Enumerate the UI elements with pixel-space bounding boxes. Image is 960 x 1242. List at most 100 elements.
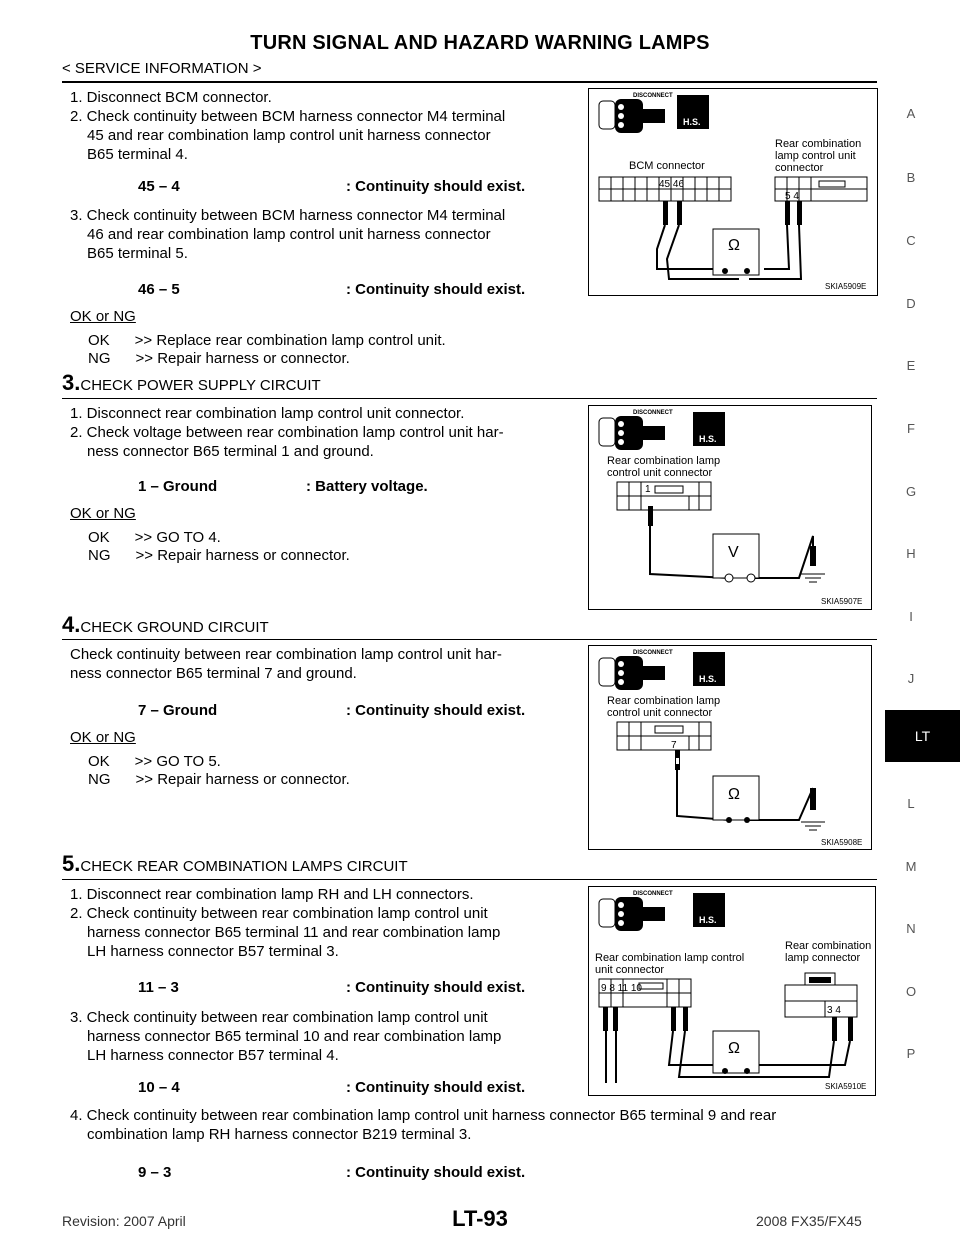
step-heading: 5.CHECK REAR COMBINATION LAMPS CIRCUIT <box>62 851 408 876</box>
ng-result: NG >> Repair harness or connector. <box>88 771 350 788</box>
instruction-line: 1. Disconnect rear combination lamp cont… <box>70 405 465 422</box>
voltmeter-symbol: V <box>728 544 739 561</box>
disconnect-icon: DISCONNECT <box>598 891 673 931</box>
svg-text:control unit connector: control unit connector <box>607 707 713 719</box>
index-tab-d[interactable]: D <box>906 296 916 311</box>
section-label: < SERVICE INFORMATION > <box>62 60 262 77</box>
disconnect-icon: DISCONNECT <box>598 410 673 450</box>
instruction-line: harness connector B65 terminal 11 and re… <box>87 924 501 941</box>
ohmmeter-symbol: Ω <box>728 1040 740 1057</box>
instruction-line: ness connector B65 terminal 1 and ground… <box>87 443 374 460</box>
figure-code: SKIA5909E <box>825 282 866 291</box>
ok-or-ng-label: OK or NG <box>70 505 136 522</box>
svg-text:DISCONNECT: DISCONNECT <box>633 410 673 416</box>
instruction-line: ness connector B65 terminal 7 and ground… <box>70 665 357 682</box>
index-tab-h[interactable]: H <box>906 546 916 561</box>
instruction-line: LH harness connector B57 terminal 3. <box>87 943 339 960</box>
ng-result: NG >> Repair harness or connector. <box>88 350 350 367</box>
model-label: 2008 FX35/FX45 <box>756 1213 862 1229</box>
spec-label: 10 – 4 <box>138 1079 180 1096</box>
instruction-line: 46 and rear combination lamp control uni… <box>87 226 491 243</box>
step-heading: 4.CHECK GROUND CIRCUIT <box>62 612 269 637</box>
ng-result: NG >> Repair harness or connector. <box>88 547 350 564</box>
instruction-line: 45 and rear combination lamp control uni… <box>87 127 491 144</box>
svg-text:45 46: 45 46 <box>659 179 684 190</box>
bcm-continuity-figure: DISCONNECT H.S. BCM connector Rear combi… <box>588 88 878 296</box>
spec-value: : Continuity should exist. <box>346 178 526 195</box>
ok-result: OK >> GO TO 4. <box>88 529 221 546</box>
connector-label: Rear combination lamp <box>607 455 720 467</box>
instruction-line: combination lamp RH harness connector B2… <box>87 1126 472 1143</box>
index-tab-g[interactable]: G <box>905 484 917 499</box>
spec-label: 7 – Ground <box>138 702 218 719</box>
index-tab-l[interactable]: L <box>907 796 915 811</box>
disconnect-icon: DISCONNECT <box>598 93 673 133</box>
page-number: LT-93 <box>452 1206 508 1231</box>
index-tab-m[interactable]: M <box>905 859 917 874</box>
svg-text:1: 1 <box>645 484 651 495</box>
spec-value: : Battery voltage. <box>306 478 428 495</box>
svg-text:DISCONNECT: DISCONNECT <box>633 891 673 897</box>
svg-text:unit connector: unit connector <box>595 964 664 976</box>
spec-value: : Continuity should exist. <box>346 281 526 298</box>
index-tab-j[interactable]: J <box>907 671 915 686</box>
ok-result: OK >> Replace rear combination lamp cont… <box>88 332 446 349</box>
page-title: TURN SIGNAL AND HAZARD WARNING LAMPS <box>250 32 710 54</box>
svg-text:5 4: 5 4 <box>785 191 799 202</box>
instruction-line: 4. Check continuity between rear combina… <box>70 1107 777 1124</box>
index-tab-e[interactable]: E <box>906 358 916 373</box>
index-tab-f[interactable]: F <box>907 421 915 436</box>
step-heading: 3.CHECK POWER SUPPLY CIRCUIT <box>62 370 321 395</box>
section-rule <box>62 639 877 640</box>
svg-text:H.S.: H.S. <box>683 117 701 127</box>
section-rule <box>62 398 877 399</box>
connector-label: Rear combination lamp <box>607 695 720 707</box>
bcm-connector-label: BCM connector <box>629 160 705 172</box>
index-tab-n[interactable]: N <box>906 921 916 936</box>
svg-text:7: 7 <box>671 740 677 751</box>
svg-text:9 8 11 10: 9 8 11 10 <box>601 983 642 994</box>
disconnect-icon: DISCONNECT <box>598 650 673 690</box>
spec-label: 1 – Ground <box>138 478 218 495</box>
spec-value: : Continuity should exist. <box>346 1079 526 1096</box>
instruction-line: B65 terminal 4. <box>87 146 188 163</box>
section-rule <box>62 879 877 880</box>
ok-or-ng-label: OK or NG <box>70 729 136 746</box>
ok-result: OK >> GO TO 5. <box>88 753 221 770</box>
ohmmeter-symbol: Ω <box>728 237 740 254</box>
spec-label: 9 – 3 <box>138 1164 172 1181</box>
index-tab-a[interactable]: A <box>906 106 916 121</box>
header-rule <box>62 81 877 83</box>
power-supply-figure: DISCONNECT H.S. Rear combination lamp co… <box>588 405 872 610</box>
lamp-connector-label: Rear combination <box>785 940 871 952</box>
index-tab-lt-active[interactable]: LT <box>885 710 960 762</box>
spec-value: : Continuity should exist. <box>346 1164 526 1181</box>
rear-lamps-circuit-figure: DISCONNECT H.S. Rear combination lamp co… <box>588 886 876 1096</box>
svg-text:3 4: 3 4 <box>827 1005 841 1016</box>
index-tab-o[interactable]: O <box>905 984 917 999</box>
figure-code: SKIA5908E <box>821 838 862 847</box>
svg-text:lamp control unit: lamp control unit <box>775 150 856 162</box>
svg-text:DISCONNECT: DISCONNECT <box>633 650 673 656</box>
svg-text:H.S.: H.S. <box>699 915 717 925</box>
spec-value: : Continuity should exist. <box>346 979 526 996</box>
rear-connector-label: Rear combination <box>775 138 861 150</box>
svg-text:DISCONNECT: DISCONNECT <box>633 93 673 99</box>
hs-icon: H.S. <box>693 652 725 686</box>
index-tab-p[interactable]: P <box>906 1046 916 1061</box>
svg-text:lamp connector: lamp connector <box>785 952 861 964</box>
figure-code: SKIA5907E <box>821 597 862 606</box>
index-tab-b[interactable]: B <box>906 170 916 185</box>
svg-text:H.S.: H.S. <box>699 434 717 444</box>
instruction-line: 3. Check continuity between BCM harness … <box>70 207 506 224</box>
index-tab-i[interactable]: I <box>909 609 913 624</box>
revision-date: Revision: 2007 April <box>62 1213 186 1229</box>
hs-icon: H.S. <box>693 893 725 927</box>
hs-icon: H.S. <box>677 95 709 129</box>
instruction-line: 2. Check continuity between BCM harness … <box>70 108 506 125</box>
index-tab-c[interactable]: C <box>906 233 916 248</box>
hs-icon: H.S. <box>693 412 725 446</box>
svg-text:control unit connector: control unit connector <box>607 467 713 479</box>
instruction-line: 2. Check continuity between rear combina… <box>70 905 488 922</box>
spec-value: : Continuity should exist. <box>346 702 526 719</box>
